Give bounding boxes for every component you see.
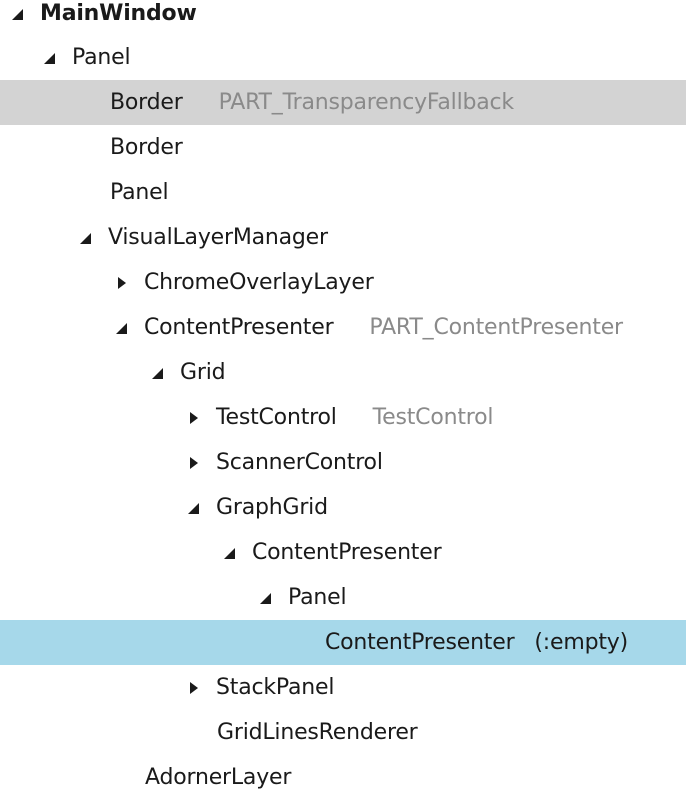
tree-row-type: TestControl (216, 405, 337, 430)
tree-row-gridlinesrenderer[interactable]: GridLinesRenderer (0, 710, 686, 755)
tree-row-scannercontrol[interactable]: ScannerControl (0, 440, 686, 485)
tree-row-type: ContentPresenter (252, 540, 442, 565)
expanded-triangle-icon[interactable] (254, 587, 276, 609)
tree-row-border-hovered[interactable]: Border PART_TransparencyFallback (0, 80, 686, 125)
tree-row-type: ContentPresenter (325, 630, 515, 655)
expanded-triangle-icon[interactable] (146, 362, 168, 384)
tree-row-type: Panel (72, 45, 131, 70)
tree-row-type: Grid (180, 360, 226, 385)
tree-row-element-name: PART_TransparencyFallback (218, 90, 515, 115)
tree-row-testcontrol[interactable]: TestControl TestControl (0, 395, 686, 440)
collapsed-triangle-icon[interactable] (182, 452, 204, 474)
tree-row-contentpresenter-part[interactable]: ContentPresenter PART_ContentPresenter (0, 305, 686, 350)
tree-row-type: GraphGrid (216, 495, 328, 520)
tree-row-type: StackPanel (216, 675, 335, 700)
tree-row-element-name: PART_ContentPresenter (369, 315, 623, 340)
collapsed-triangle-icon[interactable] (182, 407, 204, 429)
expanded-triangle-icon[interactable] (218, 542, 240, 564)
tree-row-type: AdornerLayer (145, 765, 292, 790)
tree-row-contentpresenter[interactable]: ContentPresenter (0, 530, 686, 575)
tree-row-visuallayermanager[interactable]: VisualLayerManager (0, 215, 686, 260)
tree-row-graphgrid[interactable]: GraphGrid (0, 485, 686, 530)
tree-row-type: ChromeOverlayLayer (144, 270, 374, 295)
tree-row-type: MainWindow (40, 1, 197, 26)
expanded-triangle-icon[interactable] (110, 317, 132, 339)
tree-row-contentpresenter-selected[interactable]: ContentPresenter (:empty) (0, 620, 686, 665)
tree-row-element-name: (:empty) (534, 630, 628, 655)
tree-row-adornerlayer[interactable]: AdornerLayer (0, 755, 686, 800)
tree-row-type: Panel (288, 585, 347, 610)
tree-row-type: ContentPresenter (144, 315, 334, 340)
expanded-triangle-icon[interactable] (74, 227, 96, 249)
tree-row-element-name: TestControl (372, 405, 494, 430)
tree-row-type: ScannerControl (216, 450, 383, 475)
tree-row-type: Border (110, 90, 183, 115)
tree-row-panel[interactable]: Panel (0, 35, 686, 80)
tree-row-type: Panel (110, 180, 169, 205)
tree-row-border[interactable]: Border (0, 125, 686, 170)
collapsed-triangle-icon[interactable] (182, 677, 204, 699)
tree-row-type: VisualLayerManager (108, 225, 328, 250)
expanded-triangle-icon[interactable] (38, 47, 60, 69)
tree-row-grid[interactable]: Grid (0, 350, 686, 395)
tree-row-type: GridLinesRenderer (217, 720, 418, 745)
tree-row-type: Border (110, 135, 183, 160)
expanded-triangle-icon[interactable] (182, 497, 204, 519)
tree-row-panel-nested[interactable]: Panel (0, 575, 686, 620)
collapsed-triangle-icon[interactable] (110, 272, 132, 294)
expanded-triangle-icon[interactable] (6, 3, 28, 25)
tree-row-mainwindow[interactable]: MainWindow (0, 0, 686, 36)
tree-row-stackpanel[interactable]: StackPanel (0, 665, 686, 710)
tree-row-panel-leaf[interactable]: Panel (0, 170, 686, 215)
tree-row-chromeoverlaylayer[interactable]: ChromeOverlayLayer (0, 260, 686, 305)
